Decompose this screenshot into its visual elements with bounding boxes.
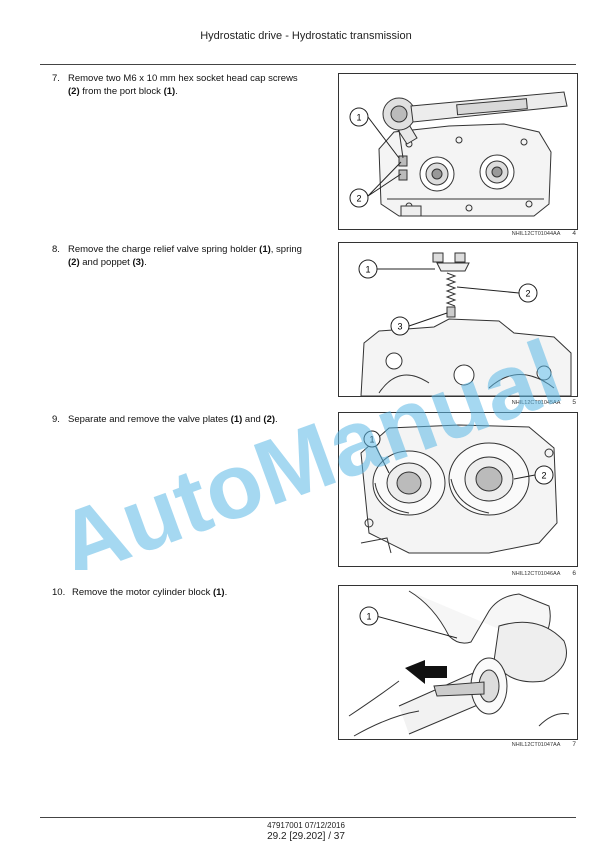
step-number: 7. xyxy=(52,73,60,84)
part-ref: (2) xyxy=(68,256,80,268)
step-10-text: 10.Remove the motor cylinder block (1). xyxy=(52,587,228,598)
document-id: 47917001 07/12/2016 xyxy=(267,821,345,830)
figure-code: NHIL12CT01044AA xyxy=(511,231,561,237)
callout-3: 3 xyxy=(397,322,402,332)
figure-caption: NHIL12CT01044AA 4 xyxy=(338,230,576,237)
step-9-text: 9.Separate and remove the valve plates (… xyxy=(52,414,278,425)
footer-divider xyxy=(40,817,576,818)
callout-1: 1 xyxy=(369,435,374,445)
figure-code: NHIL12CT01045AA xyxy=(511,400,561,406)
page-header: Hydrostatic drive - Hydrostatic transmis… xyxy=(200,30,412,42)
figure-caption: NHIL12CT01046AA 6 xyxy=(338,570,576,577)
callout-1: 1 xyxy=(366,612,371,622)
part-ref: (1) xyxy=(259,244,271,255)
figure-number: 7 xyxy=(572,741,576,748)
callout-1: 1 xyxy=(356,113,361,123)
figure-caption: NHIL12CT01047AA 7 xyxy=(338,741,576,748)
figure-7-motor-cylinder-block: 1 xyxy=(338,585,578,740)
figure-caption: NHIL12CT01045AA 5 xyxy=(338,399,576,406)
figure-code: NHIL12CT01046AA xyxy=(511,571,561,577)
figure-6-valve-plates: 1 2 xyxy=(338,412,578,567)
step-7-text: 7.Remove two M6 x 10 mm hex socket head … xyxy=(52,73,298,97)
part-ref: (1) xyxy=(163,85,176,97)
figure-number: 4 xyxy=(572,230,576,237)
part-ref: (2) xyxy=(68,85,80,97)
step-number: 10. xyxy=(52,587,66,598)
callout-2: 2 xyxy=(541,471,546,481)
step-number: 8. xyxy=(52,244,60,255)
step-number: 9. xyxy=(52,414,60,425)
figure-number: 5 xyxy=(572,399,576,406)
removal-arrow-icon xyxy=(405,660,447,684)
figure-4-port-block-screws: 1 2 xyxy=(338,73,578,230)
callout-2: 2 xyxy=(356,194,361,204)
page-reference: 29.2 [29.202] / 37 xyxy=(267,831,345,842)
figure-5-charge-relief-valve: 1 2 3 xyxy=(338,242,578,397)
part-ref: (2) xyxy=(263,414,276,425)
callout-2: 2 xyxy=(525,289,530,299)
part-ref: (1) xyxy=(212,587,225,598)
part-ref: (3) xyxy=(132,256,145,268)
callout-1: 1 xyxy=(365,265,370,275)
figure-number: 6 xyxy=(572,570,576,577)
step-8-text: 8.Remove the charge relief valve spring … xyxy=(52,244,302,268)
header-divider xyxy=(40,64,576,65)
figure-code: NHIL12CT01047AA xyxy=(511,742,561,748)
part-ref: (1) xyxy=(230,414,243,425)
